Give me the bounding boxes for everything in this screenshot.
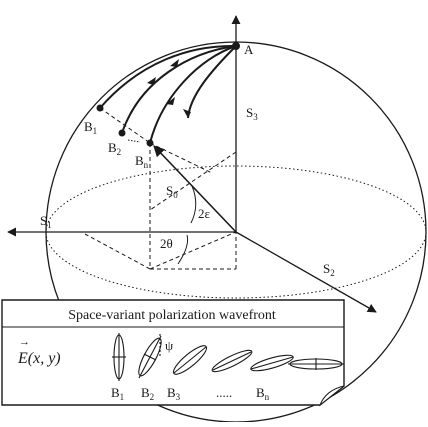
polarization-ellipses xyxy=(112,333,344,381)
equator-ellipse xyxy=(45,165,427,299)
label-2-theta: 2θ xyxy=(160,236,173,251)
label-bn: Bn xyxy=(135,153,149,170)
ellipse-label-b1: B1 xyxy=(111,385,124,402)
inset-panel: Space-variant polarization wavefront → E… xyxy=(1,299,345,407)
label-a: A xyxy=(244,42,254,57)
point-bn-dot xyxy=(146,139,154,147)
projection-lines xyxy=(84,107,237,270)
epsilon-arc xyxy=(190,185,197,224)
ellipse-label-bn: Bn xyxy=(256,385,270,402)
inset-page-curl xyxy=(318,385,345,407)
s0-vector xyxy=(153,145,237,233)
theta-arc xyxy=(177,234,189,265)
ellipse-label-b2: B2 xyxy=(141,385,154,402)
trajectory-curves xyxy=(99,44,237,144)
field-arrow: → xyxy=(19,336,30,348)
s2-axis xyxy=(235,231,377,313)
label-b1: B1 xyxy=(84,119,97,136)
label-s0: S0 xyxy=(166,183,178,200)
ellipse-label-b3: B3 xyxy=(167,385,181,402)
label-b2: B2 xyxy=(108,140,121,157)
field-label: E(x, y) xyxy=(17,350,61,367)
point-b2-dot xyxy=(118,129,126,137)
label-s1: S1 xyxy=(40,213,52,230)
ellipse-label-dots: ..... xyxy=(216,385,232,400)
inset-title: Space-variant polarization wavefront xyxy=(68,308,276,323)
point-b1-dot xyxy=(96,104,104,112)
trajectory-arrows xyxy=(147,59,191,118)
psi-label: ψ xyxy=(165,338,173,353)
label-s2: S2 xyxy=(323,261,335,278)
label-s3: S3 xyxy=(246,105,258,122)
point-a-dot xyxy=(232,42,240,50)
label-2-epsilon: 2ε xyxy=(198,206,211,221)
